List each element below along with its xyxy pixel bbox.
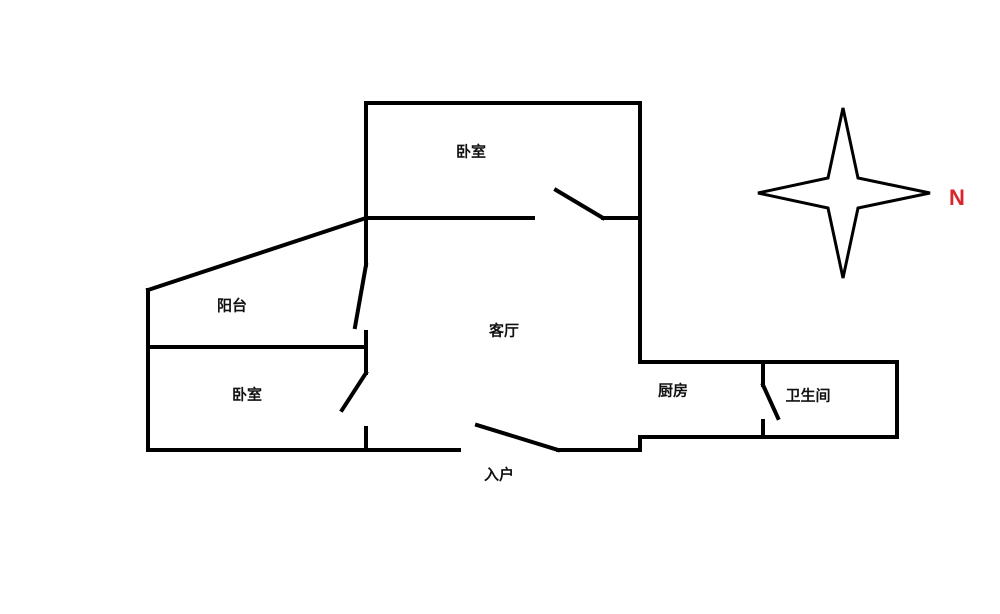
compass: N bbox=[757, 107, 965, 279]
label-entrance: 入户 bbox=[484, 466, 514, 484]
label-north-bedroom: 卧室 bbox=[456, 143, 486, 161]
label-kitchen: 厨房 bbox=[658, 382, 688, 400]
door-bathroom bbox=[760, 382, 781, 421]
door-north-bedroom bbox=[553, 187, 606, 221]
label-bathroom: 卫生间 bbox=[785, 387, 830, 405]
walls bbox=[145, 101, 899, 452]
label-west-bedroom: 卧室 bbox=[232, 386, 262, 404]
door-entrance bbox=[474, 422, 561, 453]
balcony-diagonal-wall bbox=[145, 215, 369, 293]
label-living-room: 客厅 bbox=[488, 322, 519, 340]
north-label: N bbox=[949, 185, 965, 210]
room-labels: 卧室 阳台 客厅 卧室 厨房 卫生间 入户 bbox=[217, 143, 831, 484]
label-balcony: 阳台 bbox=[217, 297, 247, 315]
north-bedroom-wall bbox=[364, 101, 899, 452]
compass-star-icon bbox=[757, 107, 931, 279]
doors bbox=[339, 187, 781, 453]
west-outer-wall bbox=[146, 288, 461, 452]
door-west-bedroom bbox=[339, 370, 369, 413]
door-balcony bbox=[352, 262, 369, 330]
